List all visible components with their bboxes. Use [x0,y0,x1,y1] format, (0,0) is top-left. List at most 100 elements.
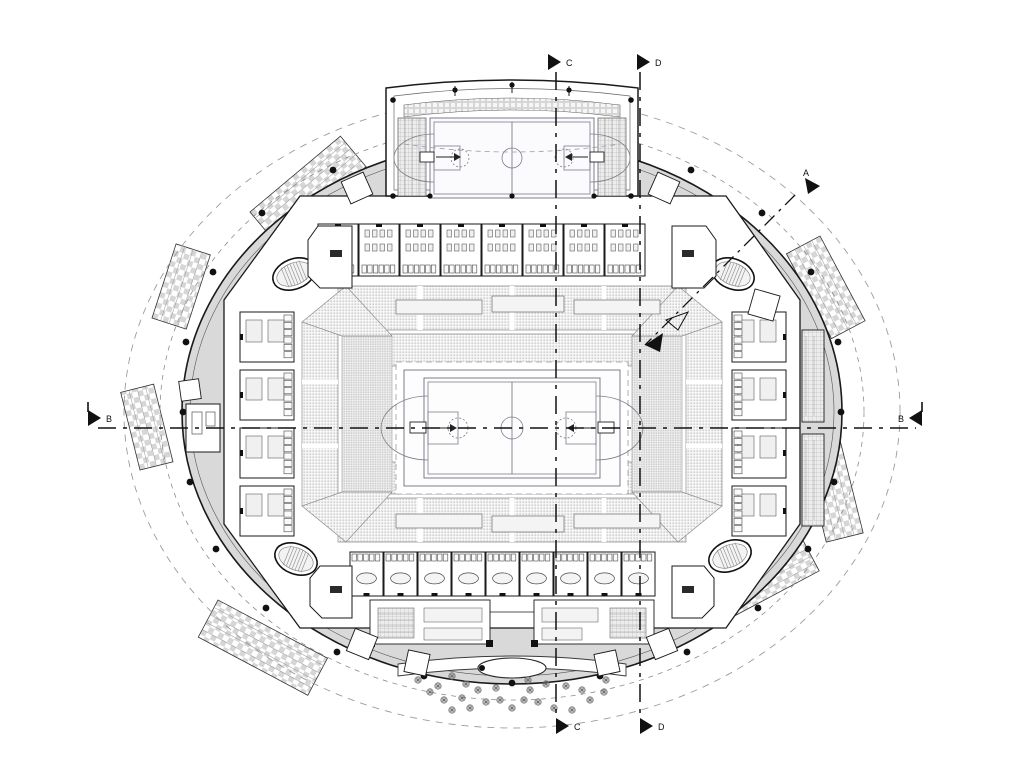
kiosk-se [645,627,679,661]
tree-icon [466,704,474,712]
suite-seat-row [419,553,449,562]
tree-icon [600,688,608,696]
section-marker-label: A [803,168,809,178]
section-marker-label: B [898,414,904,424]
suite-table [492,572,513,585]
suite-east-1 [731,311,787,363]
section-marker-label: C [574,722,581,732]
practice-gym-columns [390,82,634,199]
suite-east-3 [731,427,787,479]
east-stair-core-upper [801,329,825,423]
marker-b-left: B [87,402,112,426]
suite-west-3 [239,427,295,479]
seating-east-upper [685,321,723,507]
kiosk-nw [340,171,374,205]
suite-table [594,572,615,585]
section-marker-label: D [658,722,665,732]
zone-suites-south [349,551,656,597]
section-arrow-icon [640,718,653,734]
kiosk-s-west [403,649,431,677]
press-boxes-north [395,295,661,315]
suite-table [628,572,649,585]
oval-stair-nw [272,257,316,291]
suite-seat-row [733,372,743,417]
suite-seat-row [283,372,293,417]
oval-stair-se [708,539,752,573]
suite-south-7 [553,551,588,597]
marker-b-right: B [898,402,923,426]
section-lines [98,72,916,716]
suite-south-6 [519,551,554,597]
suite-seat-row [361,264,396,274]
section-marker-label: D [655,58,662,68]
suite-seat-row [733,430,743,475]
tree-icon [482,698,490,706]
suite-west-1 [239,311,295,363]
suite-north-7 [563,223,605,277]
seating-corner-nw [301,285,393,337]
tree-icon [586,696,594,704]
tree-icon [526,686,534,694]
kiosk-e-upper [747,288,781,322]
tree-icon [440,696,448,704]
entry-planter [477,657,547,679]
site-boundary-ellipse [123,95,901,729]
suite-south-8 [587,551,622,597]
suite-seat-row [443,264,478,274]
oval-stair-elements [272,257,755,576]
suite-seat-row [283,430,293,475]
stair-bank-w [151,243,211,330]
suite-north-4 [440,223,482,277]
suite-seat-row [623,553,653,562]
tree-icon [496,696,504,704]
suite-seat-row [525,264,560,274]
press-boxes-south [395,513,661,533]
zone-suites-west [239,311,295,537]
suite-north-3 [399,223,441,277]
section-marker-label: B [106,414,112,424]
kiosk-ne [647,171,681,205]
tree-icon [524,676,532,684]
seating-north-lower [345,333,679,367]
practice-gym-inner-wall [393,88,631,191]
section-arrow-icon [548,54,561,70]
tree-icon [434,682,442,690]
entry-bollard [479,665,485,671]
section-arrow-a-ghost [665,311,690,331]
section-line-a-a [644,194,796,346]
section-arrow-icon [88,410,101,426]
suite-table [424,572,445,585]
suite-seat-row [283,488,293,533]
suite-seat-row [607,264,642,274]
practice-gym-bleacher-strip [403,97,621,118]
tree-icon [448,672,456,680]
suite-seat-row [484,264,519,274]
suite-seat-row [555,553,585,562]
marker-c-bottom: C [556,718,581,734]
suite-east-4 [731,485,787,537]
suite-seat-row [733,488,743,533]
suite-west-2 [239,369,295,421]
oval-stair-sw [274,542,318,576]
oval-stair-ne [711,257,755,291]
tree-icon [448,706,456,714]
stair-bank-w-lower [120,383,174,471]
zone-suites-east [731,311,787,537]
suite-north-2 [358,223,400,277]
tree-icon [562,682,570,690]
suite-seat-row [453,553,483,562]
suite-north-5 [481,223,523,277]
practice-hoop-markers [419,151,605,163]
suite-seat-row [589,553,619,562]
suite-table [458,572,479,585]
suite-table [356,572,377,585]
suite-table [560,572,581,585]
tree-icon [474,686,482,694]
suite-south-1 [349,551,384,597]
tree-icon [602,676,610,684]
seating-west-upper [301,321,339,507]
suite-north-6 [522,223,564,277]
section-arrow-a-inner [645,333,663,352]
